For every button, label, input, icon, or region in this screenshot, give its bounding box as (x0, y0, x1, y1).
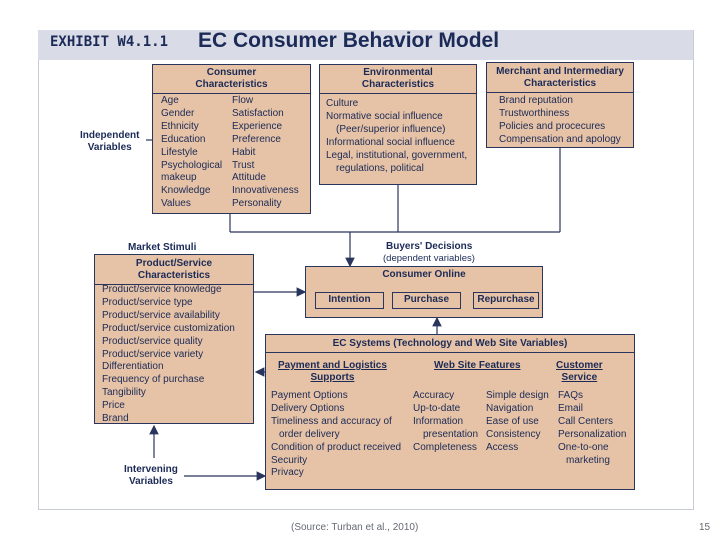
intention-box: Intention (315, 292, 384, 309)
consumer-online-box: Consumer Online Intention Purchase Repur… (305, 266, 543, 318)
source-citation: (Source: Turban et al., 2010) (291, 522, 419, 533)
product-service-box: Product/Service Characteristics Product/… (94, 254, 254, 424)
ec-systems-title: EC Systems (Technology and Web Site Vari… (332, 338, 568, 349)
ec-systems-divider (266, 352, 634, 353)
market-stimuli-label: Market Stimuli (128, 242, 197, 253)
repurchase-box: Repurchase (473, 292, 539, 309)
intervening-variables-label: Intervening Variables (124, 464, 178, 487)
web-site-features-title: Web Site Features (434, 360, 521, 371)
dependent-variables-label: (dependent variables) (383, 253, 475, 264)
customer-service-title: Customer Service (556, 360, 603, 383)
title-bar (38, 30, 693, 60)
payment-logistics-title: Payment and Logistics Supports (278, 360, 387, 383)
merchant-characteristics-box: Merchant and Intermediary Characteristic… (486, 62, 634, 148)
product-service-title: Product/Service Characteristics (95, 258, 253, 285)
ec-systems-box: EC Systems (Technology and Web Site Vari… (265, 334, 635, 490)
purchase-box: Purchase (392, 292, 461, 309)
buyers-decisions-label: Buyers' Decisions (386, 241, 473, 252)
environmental-characteristics-title: Environmental Characteristics (320, 67, 476, 94)
consumer-online-title: Consumer Online (382, 269, 466, 280)
exhibit-label: EXHIBIT W4.1.1 (50, 34, 169, 50)
consumer-characteristics-title: Consumer Characteristics (153, 67, 310, 94)
page-number: 15 (699, 522, 711, 533)
page-title: EC Consumer Behavior Model (198, 29, 500, 52)
independent-variables-label: Independent Variables (80, 130, 140, 153)
merchant-characteristics-title: Merchant and Intermediary Characteristic… (487, 66, 633, 93)
